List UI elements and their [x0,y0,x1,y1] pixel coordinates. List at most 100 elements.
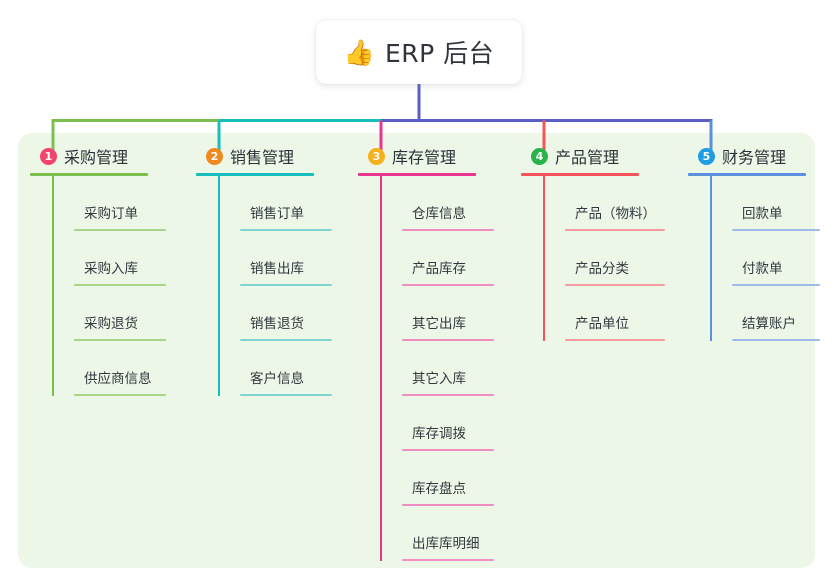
branch-item-label: 产品分类 [575,261,629,277]
branch-item-label: 产品库存 [412,261,466,277]
branch-item[interactable]: 采购入库 [52,231,180,286]
branch-item[interactable]: 销售退货 [218,286,346,341]
branch-item-rule [402,284,494,286]
branch-header-rule [30,173,148,176]
branch-title: 财务管理 [722,148,787,167]
branch-header-rule [358,173,476,176]
branch-item-rule [74,339,166,341]
branch-column-2: 2 销售管理销售订单销售出库销售退货客户信息 [196,143,346,396]
branch-item-label: 出库库明细 [412,536,480,552]
branch-item-label: 回款单 [742,206,783,222]
branch-item-label: 销售退货 [250,316,304,332]
branch-spine [543,176,545,341]
branch-column-5: 5 财务管理回款单付款单结算账户 [688,143,828,341]
branch-header-4[interactable]: 4 产品管理 [521,143,671,169]
branch-item[interactable]: 采购退货 [52,286,180,341]
branch-column-3: 3 库存管理仓库信息产品库存其它出库其它入库库存调拨库存盘点出库库明细 [358,143,508,561]
branch-item[interactable]: 产品（物料） [543,176,671,231]
branch-item[interactable]: 供应商信息 [52,341,180,396]
branch-item-rule [240,339,332,341]
branch-item-label: 采购入库 [84,261,138,277]
branch-item-label: 库存调拨 [412,426,466,442]
branch-item-rule [732,229,820,231]
branch-item[interactable]: 出库库明细 [380,506,508,561]
branch-spine [380,176,382,561]
branch-item[interactable]: 客户信息 [218,341,346,396]
branch-item-label: 仓库信息 [412,206,466,222]
branch-item-label: 付款单 [742,261,783,277]
branch-header-2[interactable]: 2 销售管理 [196,143,346,169]
branch-item-rule [732,284,820,286]
branch-item-label: 供应商信息 [84,371,152,387]
branch-column-4: 4 产品管理产品（物料） 产品分类产品单位 [521,143,671,341]
branch-item[interactable]: 采购订单 [52,176,180,231]
branch-number-badge: 5 [698,147,715,165]
branch-item-rule [402,339,494,341]
branch-item[interactable]: 库存调拨 [380,396,508,451]
branch-item[interactable]: 产品单位 [543,286,671,341]
branch-column-1: 1 采购管理采购订单采购入库采购退货供应商信息 [30,143,180,396]
branch-header-1[interactable]: 1 采购管理 [30,143,180,169]
branch-header-rule [688,173,806,176]
branch-header-3[interactable]: 3 库存管理 [358,143,508,169]
branch-items: 仓库信息产品库存其它出库其它入库库存调拨库存盘点出库库明细 [358,176,508,561]
branch-title: 产品管理 [555,148,620,167]
thumbs-up-icon: 👍 [343,37,375,67]
branch-item-rule [402,449,494,451]
branch-item[interactable]: 库存盘点 [380,451,508,506]
branch-item[interactable]: 产品库存 [380,231,508,286]
branch-spine [52,176,54,396]
branch-item-label: 产品（物料） [575,206,656,222]
branch-item[interactable]: 仓库信息 [380,176,508,231]
branch-title: 采购管理 [64,148,129,167]
branch-header-5[interactable]: 5 财务管理 [688,143,828,169]
branch-item-label: 结算账户 [742,316,796,332]
branch-item-rule [240,229,332,231]
branch-header-rule [196,173,314,176]
branch-number-badge: 1 [40,147,57,165]
branch-item[interactable]: 其它入库 [380,341,508,396]
branch-item-label: 销售出库 [250,261,304,277]
branch-header-rule [521,173,639,176]
branch-item-rule [402,394,494,396]
branch-item-label: 产品单位 [575,316,629,332]
branch-item-label: 库存盘点 [412,481,466,497]
branch-item-label: 采购退货 [84,316,138,332]
branch-number-badge: 4 [531,147,548,165]
branch-items: 销售订单销售出库销售退货客户信息 [196,176,346,396]
branch-item-rule [732,339,820,341]
branch-item-label: 其它入库 [412,371,466,387]
branch-item[interactable]: 销售出库 [218,231,346,286]
branch-item[interactable]: 付款单 [710,231,828,286]
branch-items: 产品（物料） 产品分类产品单位 [521,176,671,341]
branch-number-badge: 2 [206,147,223,165]
branch-item-label: 销售订单 [250,206,304,222]
branch-item-rule [402,559,494,561]
branch-title: 销售管理 [230,148,295,167]
branch-item-rule [565,284,665,286]
branch-item-label: 采购订单 [84,206,138,222]
branch-item[interactable]: 销售订单 [218,176,346,231]
root-title: ERP 后台 [384,39,495,68]
branch-item-rule [402,229,494,231]
diagram-panel [18,133,815,568]
branch-items: 回款单付款单结算账户 [688,176,828,341]
branch-spine [710,176,712,341]
branch-item-rule [402,504,494,506]
branch-item-rule [240,284,332,286]
branch-title: 库存管理 [392,148,457,167]
branch-item[interactable]: 其它出库 [380,286,508,341]
root-node[interactable]: 👍 ERP 后台 [316,20,522,84]
branch-items: 采购订单采购入库采购退货供应商信息 [30,176,180,396]
branch-item[interactable]: 回款单 [710,176,828,231]
branch-item-label: 客户信息 [250,371,304,387]
branch-item-rule [565,339,665,341]
branch-item-rule [74,394,166,396]
branch-item[interactable]: 产品分类 [543,231,671,286]
branch-item-rule [240,394,332,396]
branch-item-rule [74,229,166,231]
branch-item[interactable]: 结算账户 [710,286,828,341]
branch-item-rule [565,229,665,231]
branch-number-badge: 3 [368,147,385,165]
branch-item-rule [74,284,166,286]
